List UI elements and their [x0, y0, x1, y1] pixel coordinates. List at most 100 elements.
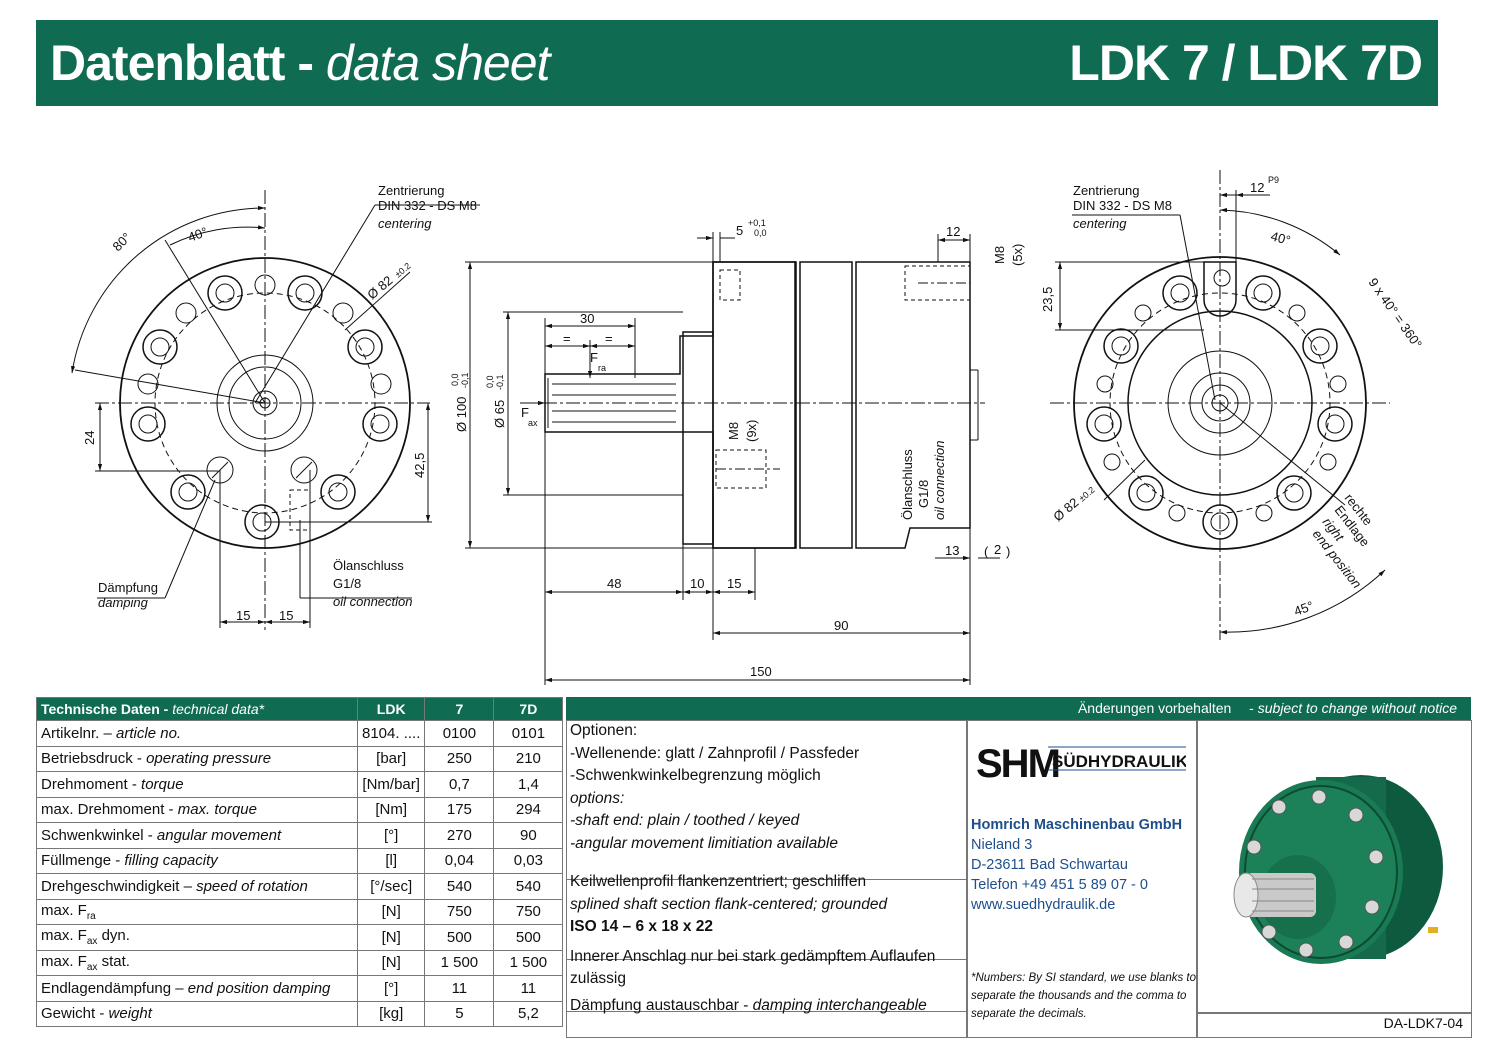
- param-v7d: 540: [493, 873, 564, 900]
- param-sub: ax: [86, 936, 98, 948]
- param-name: Füllmenge - filling capacity: [36, 847, 358, 874]
- param-de: Füllmenge: [41, 852, 112, 870]
- options-divider-1: [566, 879, 966, 880]
- param-name: Drehgeschwindigkeit – speed of rotation: [36, 873, 358, 900]
- sv-oil-de: Ölanschluss: [900, 449, 915, 520]
- param-v7: 270: [424, 822, 495, 849]
- sv-m8-9x: M8: [726, 422, 741, 440]
- rv-angle-45: 45°: [1292, 598, 1316, 619]
- param-v7: 5: [424, 1000, 495, 1027]
- logo-brand: SÜDHYDRAULIK: [1052, 752, 1186, 771]
- param-tail: dyn.: [97, 927, 130, 945]
- param-name: max. Fra: [36, 898, 358, 925]
- param-sep: -: [127, 775, 142, 793]
- lv-oil-thread: G1/8: [333, 576, 361, 591]
- sv-dia-100: Ø 100: [454, 397, 469, 432]
- company-web[interactable]: www.suedhydraulik.de: [971, 897, 1116, 913]
- param-v7d: 90: [493, 822, 564, 849]
- damp-de: Dämpfung austauschbar: [570, 996, 739, 1014]
- param-en: torque: [141, 775, 184, 793]
- param-de: Drehmoment: [41, 775, 128, 793]
- spline-en: splined shaft section flank-centered; gr…: [570, 895, 888, 913]
- param-en: operating pressure: [146, 750, 272, 768]
- options-title-en: options:: [570, 789, 625, 807]
- param-unit: [°]: [356, 822, 426, 849]
- rv-centering-en: centering: [1073, 216, 1127, 231]
- lv-dim-42-5: 42,5: [412, 453, 427, 478]
- doc-code: DA-LDK7-04: [1383, 1015, 1463, 1031]
- param-sep: –: [99, 724, 117, 742]
- company-cell: [966, 720, 1198, 1038]
- param-name: max. Fax dyn.: [36, 924, 358, 951]
- param-en: end position damping: [187, 979, 331, 997]
- param-tail: stat.: [97, 952, 130, 970]
- param-de: Drehgeschwindigkeit: [41, 877, 180, 895]
- rv-dim-12-tol: P9: [1268, 175, 1279, 185]
- options-title: Optionen:: [570, 722, 638, 739]
- notice-en: subject to change without notice: [1257, 700, 1457, 716]
- page-title: Datenblatt - data sheet: [50, 34, 550, 92]
- param-de: Gewicht: [41, 1005, 96, 1023]
- sv-eq-2: =: [605, 331, 613, 346]
- stop-note: Innerer Anschlag nur bei stark gedämpfte…: [570, 947, 936, 987]
- lv-oil-de: Ölanschluss: [333, 558, 404, 573]
- param-v7d: 5,2: [493, 1000, 564, 1027]
- options-en1: -shaft end: plain / toothed / keyed: [570, 812, 800, 829]
- title-sep: -: [284, 35, 326, 91]
- sv-f-ax-sub: ax: [528, 418, 538, 428]
- param-unit: [°]: [356, 975, 426, 1002]
- param-v7d: 11: [493, 975, 564, 1002]
- lv-centering-de: Zentrierung: [378, 183, 444, 198]
- sv-dia-65: Ø 65: [492, 400, 507, 428]
- left-view: [71, 190, 480, 630]
- param-v7: 0100: [424, 720, 495, 747]
- sv-dim-5-tol-up: +0,1: [748, 218, 766, 228]
- rv-dim-23-5: 23,5: [1040, 287, 1055, 312]
- header-label: Technische Daten - technical data*: [36, 697, 358, 721]
- param-de: max. F: [41, 952, 87, 970]
- lv-damping-de: Dämpfung: [98, 580, 158, 595]
- param-de: max. Drehmoment: [41, 801, 165, 819]
- param-sub: ra: [86, 910, 96, 922]
- options-en2: -angular movement limitiation available: [570, 834, 838, 852]
- param-unit: [l]: [356, 847, 426, 874]
- param-v7: 250: [424, 745, 495, 772]
- sv-dim-2: 2: [994, 542, 1001, 557]
- header-col-7: 7: [424, 697, 495, 721]
- sv-m8-5x: M8: [992, 246, 1007, 264]
- right-view: [1050, 170, 1390, 640]
- param-v7: 175: [424, 796, 495, 823]
- header-col-unit: LDK: [356, 697, 426, 721]
- param-de: Artikelnr.: [41, 724, 100, 742]
- param-sep: -: [132, 750, 147, 768]
- param-v7d: 0,03: [493, 847, 564, 874]
- param-unit: 8104. ....: [356, 720, 426, 747]
- param-unit: [Nm]: [356, 796, 426, 823]
- param-v7: 1 500: [424, 949, 495, 976]
- param-sub: ax: [86, 961, 98, 973]
- header-label-de: Technische Daten: [41, 701, 160, 717]
- technical-data-table: Technische Daten - technical data* LDK 7…: [36, 697, 564, 1027]
- options-text: Optionen: -Wellenende: glatt / Zahnprofi…: [566, 720, 964, 1017]
- param-name: Endlagendämpfung – end position damping: [36, 975, 358, 1002]
- param-en: weight: [108, 1005, 152, 1023]
- technical-data-section: Technische Daten - technical data* LDK 7…: [36, 697, 1472, 1038]
- lv-centering-std: DIN 332 - DS M8: [378, 198, 477, 213]
- sv-dia-100-tol-up: 0,0: [450, 373, 460, 386]
- lv-dim-15a: 15: [236, 608, 250, 623]
- table-row: Drehgeschwindigkeit – speed of rotation[…: [36, 873, 564, 900]
- sv-m8-9x-count: (9x): [744, 420, 759, 442]
- sv-dia-65-tol-lo: -0,1: [495, 374, 505, 390]
- company-street: Nieland 3: [971, 837, 1033, 853]
- param-v7d: 750: [493, 898, 564, 925]
- param-name: Gewicht - weight: [36, 1000, 358, 1027]
- param-de: Endlagendämpfung: [41, 979, 172, 997]
- param-en: angular movement: [156, 826, 282, 844]
- sv-m8-5x-count: (5x): [1010, 244, 1025, 266]
- param-sep: -: [164, 801, 178, 819]
